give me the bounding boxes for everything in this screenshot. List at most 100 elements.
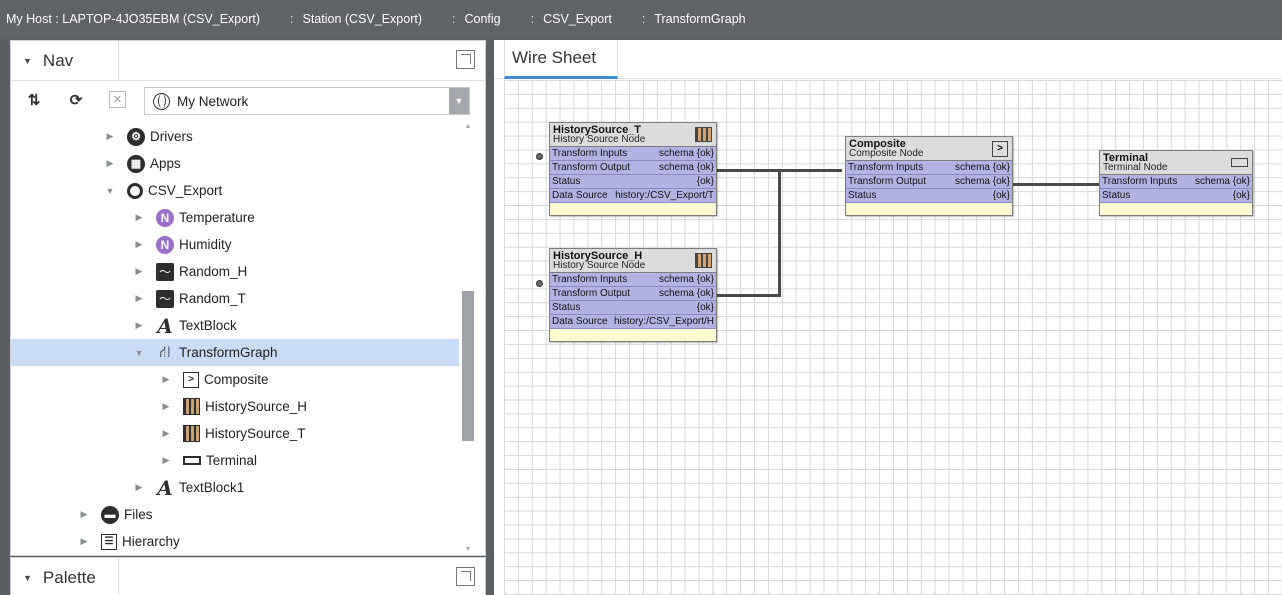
tree-item-textblock1[interactable]: ▶ A TextBlock1 (11, 474, 459, 501)
expand-arrow-icon[interactable]: ▶ (106, 158, 114, 168)
slot-value: schema {ok} (658, 148, 714, 159)
tree-item-csv-export[interactable]: ▼ CSV_Export (11, 177, 459, 204)
globe-icon (153, 92, 170, 110)
input-pin[interactable] (536, 153, 543, 160)
maximize-icon[interactable] (456, 50, 475, 69)
collapse-arrow-icon[interactable]: ▼ (134, 347, 144, 358)
scroll-up-icon[interactable]: ▲ (464, 123, 472, 130)
network-select[interactable]: My Network ▼ (144, 87, 470, 115)
tree-item-random-h[interactable]: ▶ 〜 Random_H (11, 258, 459, 285)
scrollbar-thumb[interactable] (462, 291, 474, 441)
wiresheet-pane: Wire Sheet HistorySource_T History Sourc… (494, 40, 1282, 595)
refresh-icon[interactable]: ⟳ (69, 92, 83, 109)
breadcrumb-host-label[interactable]: My Host : LAPTOP-4JO35EBM (CSV_Export) (6, 12, 261, 26)
expand-arrow-icon[interactable]: ▶ (162, 374, 170, 384)
tree-item-historysource-t[interactable]: ▶ HistorySource_T (11, 420, 459, 447)
tree-item-terminal[interactable]: ▶ Terminal (11, 447, 459, 474)
node-historysource-t[interactable]: HistorySource_T History Source Node Tran… (549, 122, 717, 216)
expand-arrow-icon[interactable]: ▶ (135, 320, 143, 330)
expand-arrow-icon[interactable]: ▶ (162, 428, 170, 438)
tree-item-textblock[interactable]: ▶ A TextBlock (11, 312, 459, 339)
nav-tab[interactable]: ▼ Nav (11, 41, 119, 81)
breadcrumb-csv-export[interactable]: :CSV_Export (530, 12, 612, 26)
collapse-arrow-icon[interactable]: ▼ (105, 185, 115, 196)
dropdown-arrow-icon[interactable]: ▼ (449, 88, 469, 114)
scroll-down-icon[interactable]: ▼ (464, 546, 472, 553)
slot-status[interactable]: Status{ok} (550, 301, 716, 315)
wire-vertical-merge[interactable] (778, 169, 781, 296)
breadcrumb-csv-export-label[interactable]: CSV_Export (543, 12, 612, 26)
nav-scrollbar[interactable]: ▲ ▼ (461, 121, 475, 553)
wiresheet-canvas[interactable]: HistorySource_T History Source Node Tran… (504, 80, 1282, 595)
tab-wire-sheet[interactable]: Wire Sheet (504, 40, 618, 79)
node-type: Terminal Node (1103, 162, 1168, 173)
sync-arrows-icon[interactable]: ⇅ (27, 92, 41, 109)
wire-composite-to-terminal[interactable] (1010, 183, 1099, 186)
expand-arrow-icon[interactable]: ▶ (162, 455, 170, 465)
close-icon[interactable]: ✕ (109, 91, 126, 108)
node-header[interactable]: HistorySource_H History Source Node (550, 249, 716, 273)
expand-arrow-icon[interactable]: ▶ (135, 482, 143, 492)
palette-pane: ▼ Palette (10, 557, 486, 595)
expand-arrow-icon[interactable]: ▶ (135, 212, 143, 222)
expand-arrow-icon[interactable]: ▶ (135, 293, 143, 303)
wire-hsh-out[interactable] (714, 294, 781, 297)
breadcrumb-station-label[interactable]: Station (CSV_Export) (302, 12, 423, 26)
palette-tab[interactable]: ▼ Palette (11, 558, 119, 595)
breadcrumb-host[interactable]: :My Host : LAPTOP-4JO35EBM (CSV_Export) (0, 12, 260, 26)
expand-arrow-icon[interactable]: ▶ (106, 131, 114, 141)
expand-arrow-icon[interactable]: ▶ (80, 509, 88, 519)
tree-item-humidity[interactable]: ▶ N Humidity (11, 231, 459, 258)
expand-arrow-icon[interactable]: ▶ (135, 266, 143, 276)
breadcrumb-config-label[interactable]: Config (464, 12, 501, 26)
tree-item-files[interactable]: ▶ ▬ Files (11, 501, 459, 528)
node-header[interactable]: Composite Composite Node > (846, 137, 1012, 161)
input-pin[interactable] (536, 280, 543, 287)
breadcrumb-transformgraph-label[interactable]: TransformGraph (654, 12, 746, 26)
tree-item-hierarchy[interactable]: ▶ ☰ Hierarchy (11, 528, 459, 553)
tree-item-historysource-h[interactable]: ▶ HistorySource_H (11, 393, 459, 420)
tree-item-temperature[interactable]: ▶ N Temperature (11, 204, 459, 231)
tree-item-transformgraph[interactable]: ▼ ⛙ TransformGraph (11, 339, 459, 366)
expand-arrow-icon[interactable]: ▶ (135, 239, 143, 249)
tree-item-label: Terminal (206, 453, 258, 468)
slot-value: schema {ok} (954, 176, 1010, 187)
slot-status[interactable]: Status{ok} (1100, 189, 1252, 203)
node-composite[interactable]: Composite Composite Node > Transform Inp… (845, 136, 1013, 216)
slot-name: Status (552, 176, 581, 187)
slot-name: Transform Inputs (848, 162, 924, 173)
collapse-caret-icon[interactable]: ▼ (23, 56, 32, 66)
expand-arrow-icon[interactable]: ▶ (162, 401, 170, 411)
breadcrumb-station[interactable]: :Station (CSV_Export) (290, 12, 423, 26)
slot-name: Transform Inputs (552, 274, 628, 285)
folder-ring-icon (127, 182, 143, 199)
wire-hst-out[interactable] (714, 169, 778, 172)
tree-item-drivers[interactable]: ▶ ⚙ Drivers (11, 123, 459, 150)
node-historysource-h[interactable]: HistorySource_H History Source Node Tran… (549, 248, 717, 342)
breadcrumb-config[interactable]: :Config (452, 12, 501, 26)
tree-item-random-t[interactable]: ▶ 〜 Random_T (11, 285, 459, 312)
tree-item-composite[interactable]: ▶ > Composite (11, 366, 459, 393)
terminal-icon (183, 456, 201, 465)
breadcrumb-transformgraph[interactable]: :TransformGraph (641, 12, 746, 26)
slot-status[interactable]: Status{ok} (846, 189, 1012, 203)
maximize-icon[interactable] (456, 567, 475, 586)
slot-name: Transform Output (552, 288, 630, 299)
slot-status[interactable]: Status{ok} (550, 175, 716, 189)
expand-arrow-icon[interactable]: ▶ (80, 536, 88, 546)
node-header[interactable]: HistorySource_T History Source Node (550, 123, 716, 147)
node-header[interactable]: Terminal Terminal Node (1100, 151, 1252, 175)
wire-to-composite[interactable] (778, 169, 842, 172)
tree-item-apps[interactable]: ▶ ▦ Apps (11, 150, 459, 177)
collapse-caret-icon[interactable]: ▼ (23, 573, 32, 583)
